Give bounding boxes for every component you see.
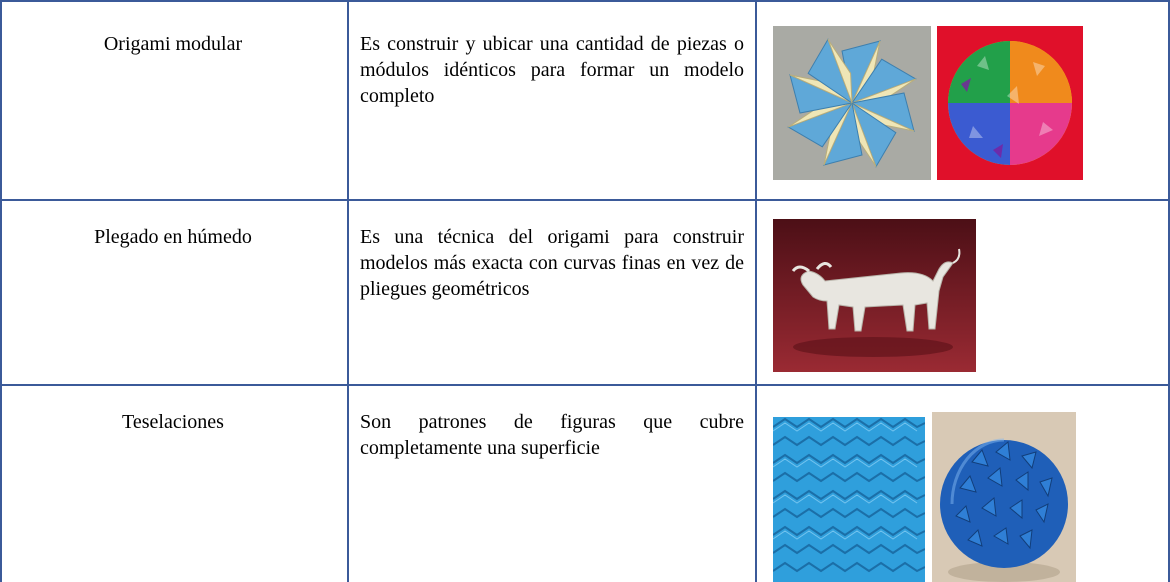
table-border-row1 [0, 199, 1170, 201]
table-border-row2 [0, 384, 1170, 386]
tessellation-sheet-image [773, 417, 925, 582]
technique-name: Origami modular [103, 33, 243, 55]
technique-description: Es construir y ubicar una cantidad de pi… [360, 33, 744, 107]
tessellation-sphere-image [932, 412, 1076, 582]
table-border-col1 [347, 0, 349, 582]
table-border-right [1168, 0, 1170, 582]
table-border-left [0, 0, 2, 582]
technique-description: Es una técnica del origami para construi… [360, 226, 744, 300]
table-border-col2 [755, 0, 757, 582]
table-border-top [0, 0, 1170, 2]
technique-description: Son patrones de figuras que cubre comple… [360, 411, 744, 459]
kusudama-ball-image [937, 26, 1083, 180]
technique-name: Plegado en húmedo [94, 226, 252, 248]
wet-folded-bull-image [773, 219, 976, 372]
pinwheel-star-image [773, 26, 931, 180]
technique-name: Teselaciones [122, 411, 224, 433]
